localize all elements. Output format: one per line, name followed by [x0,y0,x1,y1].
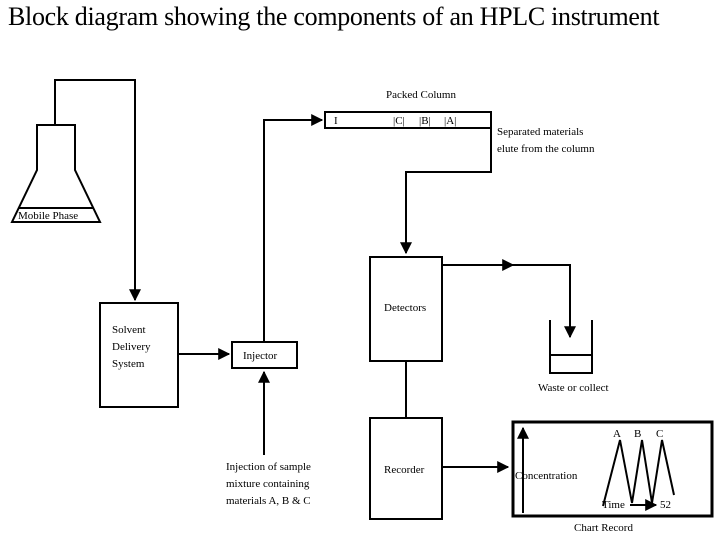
column-to-detector-arrow [400,120,492,255]
chart-record: Concentration A B C Time 52 Chart Record [511,420,714,534]
detectors-box: Detectors [369,256,443,362]
recorder-box: Recorder [369,417,443,520]
mobile-phase-flask: Mobile Phase [10,124,102,223]
svg-text:elute from the column: elute from the column [497,143,595,155]
solvent-label-line1: Solvent [112,324,146,336]
svg-text:Injection of sample: Injection of sample [226,461,311,473]
peak-b-label: B [634,428,641,440]
concentration-label: Concentration [515,470,578,482]
detector-to-waste-arrow [513,264,576,339]
column-band-c: |C| [393,115,405,127]
packed-column: Packed Column I |C| |B| |A| [324,89,492,129]
injector-to-column-arrow [263,114,324,342]
injector-box: Injector [231,341,298,369]
peak-a-label: A [613,428,621,440]
injector-label: Injector [243,350,278,362]
chromatogram-trace [602,439,675,507]
flask-to-solvent-line [54,79,141,302]
waste-label: Waste or collect [538,382,609,394]
svg-text:Separated materials: Separated materials [497,126,583,138]
chart-record-label: Chart Record [574,522,633,534]
separated-materials-note: Separated materials elute from the colum… [497,126,595,155]
solvent-label-line2: Delivery [112,341,151,353]
detectors-label: Detectors [384,302,426,314]
peak-c-label: C [656,428,663,440]
page-number: 52 [660,499,671,511]
column-band-a: |A| [444,115,456,127]
solvent-delivery-box: Solvent Delivery System [99,302,179,408]
svg-text:materials A, B & C: materials A, B & C [226,495,311,507]
injection-note: Injection of sample mixture containing m… [226,461,311,507]
svg-text:mixture containing: mixture containing [226,478,310,490]
column-band-1: I [334,115,338,127]
packed-column-label: Packed Column [386,89,456,101]
time-label: Time [602,499,625,511]
mobile-phase-label: Mobile Phase [18,210,78,222]
waste-beaker: Waste or collect [538,320,609,394]
recorder-label: Recorder [384,464,425,476]
solvent-label-line3: System [112,358,145,370]
diagram-title: Block diagram showing the components of … [8,2,660,31]
column-band-b: |B| [419,115,431,127]
